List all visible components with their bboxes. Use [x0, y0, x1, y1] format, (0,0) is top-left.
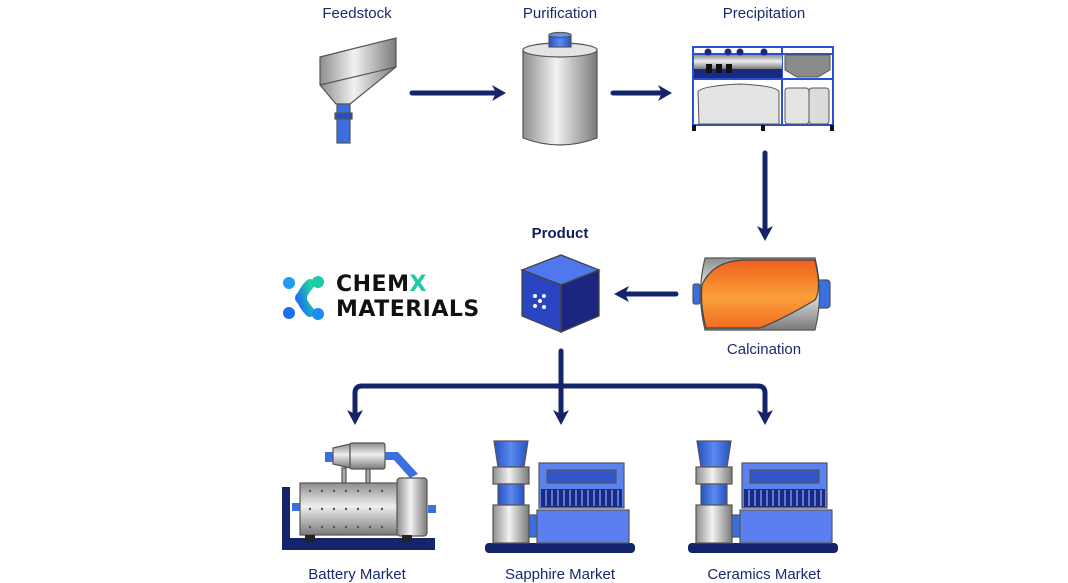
ceramics-machine-icon — [688, 440, 838, 553]
arrow-product-to-markets — [347, 348, 773, 425]
precipitation-unit-icon — [692, 46, 834, 131]
logo-wordmark-line2: MATERIALS — [336, 297, 480, 322]
chemx-logo-icon — [283, 276, 324, 320]
stage-label-precipitation: Precipitation — [722, 5, 806, 22]
stage-label-feedstock: Feedstock — [322, 5, 392, 22]
rotary-kiln-icon — [692, 257, 831, 331]
hopper-icon — [319, 37, 397, 144]
market-label-sapphire: Sapphire Market — [504, 566, 616, 583]
market-label-ceramics: Ceramics Market — [707, 566, 821, 583]
tank-icon — [522, 31, 598, 146]
logo-x: X — [409, 272, 427, 297]
logo-chem: CHEM — [336, 272, 410, 297]
market-label-battery: Battery Market — [308, 566, 406, 583]
stage-label-calcination: Calcination — [726, 341, 802, 358]
product-cube-icon — [520, 254, 601, 333]
stage-label-purification: Purification — [522, 5, 598, 22]
sapphire-machine-icon — [485, 440, 635, 553]
stage-label-product: Product — [531, 225, 589, 242]
flow-arrows — [347, 85, 773, 425]
ball-mill-icon — [282, 442, 436, 550]
logo-wordmark-line1: CHEMX — [336, 273, 427, 297]
